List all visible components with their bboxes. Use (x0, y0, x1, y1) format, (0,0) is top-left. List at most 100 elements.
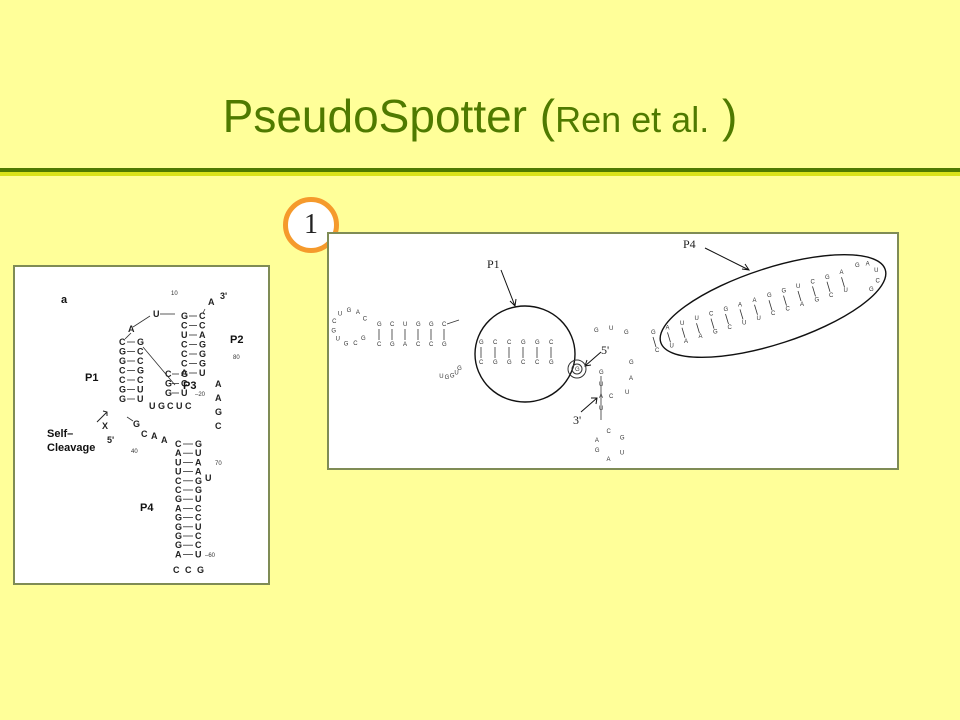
left-stem-bottom-nucleotide: G (442, 342, 447, 348)
p2-right-nucleotide: G (199, 340, 206, 350)
self-cleavage-line2: Cleavage (47, 442, 95, 454)
p3-left-nucleotide: G (165, 388, 172, 398)
p4-bottom-nucleotide: C (786, 307, 791, 313)
p3-loop-nucleotide: A (215, 393, 222, 403)
p1-right-nucleotide: G (137, 337, 144, 347)
p1-left-nucleotide: G (119, 356, 126, 366)
marker-20: –20 (195, 392, 206, 398)
mid-chain-nucleotide: C (185, 401, 192, 411)
left-stem-bottom-nucleotide: A (403, 342, 407, 348)
center-nucleotide: A (629, 376, 633, 382)
label-p1-right: P1 (487, 257, 500, 271)
label-p3: P3 (183, 380, 196, 392)
marker-60: –60 (205, 553, 216, 559)
p4-left-nucleotide: G (175, 522, 182, 532)
left-loop-nucleotide: U (338, 311, 342, 317)
p4-loop-nucleotide: G (197, 565, 204, 575)
p4-bottom-nucleotide: U (757, 316, 761, 322)
self-cleavage-line1: Self– (47, 428, 73, 440)
title-close-paren: ) (721, 90, 738, 142)
p4-stem-base-pair (667, 332, 671, 343)
p1-left-nucleotide: C (119, 337, 126, 347)
p1-left-nucleotide: G (119, 347, 126, 357)
center-nucleotide: U (609, 326, 613, 332)
p2-left-nucleotide: C (181, 321, 188, 331)
left-loop-nucleotide: U (336, 337, 340, 343)
p4-left-nucleotide: U (175, 457, 182, 467)
p1-top-nucleotide: C (549, 340, 554, 346)
bottom-stem-nucleotide: U (599, 382, 603, 388)
p4-left-nucleotide: C (175, 485, 182, 495)
left-stem-bottom-nucleotide: C (429, 342, 434, 348)
p4-top-nucleotide: U (796, 284, 800, 290)
p2-right-nucleotide: A (199, 330, 206, 340)
p4-top-nucleotide: U (695, 316, 699, 322)
p4-bottom-nucleotide: U (670, 343, 674, 349)
center-nucleotide: G (594, 328, 599, 334)
p4-right-nucleotide: G (195, 439, 202, 449)
p4-stem-base-pair (754, 304, 758, 315)
p4-bottom-nucleotide: C (829, 293, 834, 299)
p4-right-nucleotide: U (195, 494, 202, 504)
backbone-line (124, 332, 132, 340)
p4-right-nucleotide: G (195, 476, 202, 486)
p4-top-nucleotide: A (738, 302, 742, 308)
left-stem-bottom-nucleotide: C (377, 342, 382, 348)
p4-left-nucleotide: G (175, 540, 182, 550)
p2-right-nucleotide: G (199, 359, 206, 369)
p1-right-nucleotide: U (137, 385, 144, 395)
p4-top-nucleotide: G (767, 293, 772, 299)
p1-left-nucleotide: C (119, 366, 126, 376)
p3-right-nucleotide: U (181, 388, 188, 398)
p1-top-nucleotide: C (507, 340, 512, 346)
title-open-paren: ( (539, 90, 556, 142)
p4-left-nucleotide: C (175, 476, 182, 486)
p4-bottom-nucleotide: A (699, 334, 703, 340)
left-stem-bottom-nucleotide: C (416, 342, 421, 348)
p1-bottom-nucleotide: G (549, 360, 554, 366)
label-p1: P1 (85, 372, 98, 384)
label-p4: P4 (140, 502, 154, 514)
top-loop-nucleotide: U (153, 309, 160, 319)
left-tail-nucleotide: U (454, 370, 458, 376)
p4-right-nucleotide: U (195, 522, 202, 532)
left-stem-top-nucleotide: G (377, 322, 382, 328)
p2-left-nucleotide: C (181, 359, 188, 369)
p4-right-nucleotide: A (195, 467, 202, 477)
p1-left-nucleotide: G (119, 394, 126, 404)
p4-top-nucleotide: G (651, 330, 656, 336)
bottom-stem-nucleotide: G (599, 370, 604, 376)
p3-left-nucleotide: C (165, 369, 172, 379)
bottom-loop-nucleotide: G (595, 448, 600, 454)
right-structure-lines (378, 277, 845, 420)
p2-right-nucleotide: C (199, 321, 206, 331)
junction-nucleotide: G (133, 419, 140, 429)
marker-40: 40 (131, 449, 138, 455)
title-divider-light (0, 172, 960, 176)
p4-loop-nucleotide: C (876, 279, 881, 285)
left-loop-nucleotide: G (344, 341, 349, 347)
p4-top-nucleotide: A (753, 298, 757, 304)
center-nucleotide: C (609, 394, 614, 400)
left-stem-top-nucleotide: C (442, 322, 447, 328)
p4-stem-base-pair (710, 318, 715, 329)
marker-70: 70 (215, 461, 222, 467)
marker-80: 80 (233, 355, 240, 361)
left-loop-nucleotide: G (331, 328, 336, 334)
p4-highlight-ellipse (659, 253, 887, 359)
left-loop-nucleotide: G (347, 308, 352, 314)
p1-top-nucleotide: C (493, 340, 498, 346)
left-stem-top-nucleotide: U (403, 322, 407, 328)
left-stem-top-nucleotide: G (416, 322, 421, 328)
p4-left-nucleotide: G (175, 531, 182, 541)
left-loop-nucleotide: C (363, 317, 368, 323)
p3-loop-nucleotide: G (215, 407, 222, 417)
p3-loop-nucleotide: A (215, 379, 222, 389)
title-authors: Ren et al. (555, 99, 710, 140)
cleavage-arrow (96, 410, 108, 423)
backbone-line (142, 346, 176, 386)
mid-chain-nucleotide: C (167, 401, 174, 411)
